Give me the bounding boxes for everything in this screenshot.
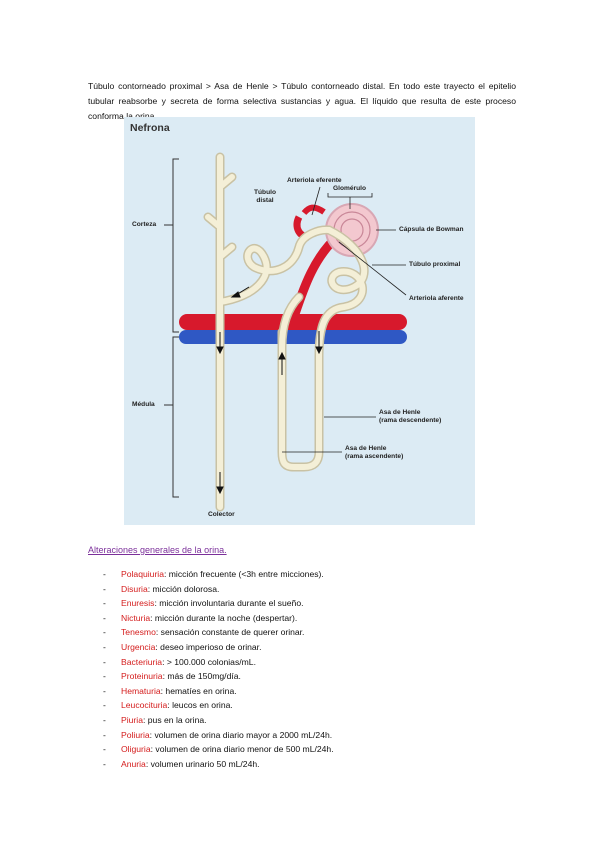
term-description: : leucos en orina.	[167, 700, 233, 711]
term: Leucocituria	[121, 700, 168, 711]
term: Polaquiuria	[121, 569, 164, 579]
term-description: : > 100.000 colonias/mL.	[162, 656, 256, 667]
label-medula: Médula	[132, 401, 155, 408]
list-item: -Nicturia: micción durante la noche (des…	[103, 612, 298, 623]
vein-vessel	[179, 330, 407, 344]
term: Nicturia	[121, 612, 151, 623]
label-henle-desc-line1: Asa de Henle	[379, 409, 421, 416]
term: Hematuria	[121, 685, 161, 696]
list-item: -Polaquiuria: micción frecuente (<3h ent…	[103, 569, 324, 579]
term-description: : más de 150mg/día.	[162, 671, 241, 682]
list-item: -Urgencia: deseo imperioso de orinar.	[103, 641, 262, 652]
label-colector: Colector	[208, 511, 235, 518]
term-description: : sensación constante de querer orinar.	[155, 627, 305, 638]
term-description: : volumen de orina diario menor de 500 m…	[150, 744, 334, 755]
section-title: Alteraciones generales de la orina.	[88, 545, 227, 555]
term-description: : hematíes en orina.	[160, 685, 237, 696]
label-arteriola-aferente: Arteriola aferente	[409, 295, 464, 302]
label-henle-descendente: Asa de Henle (rama descendente)	[379, 409, 441, 425]
term: Oliguria	[121, 744, 151, 755]
list-item: -Proteinuria: más de 150mg/día.	[103, 671, 241, 682]
term: Urgencia	[121, 641, 156, 652]
term-description: : deseo imperioso de orinar.	[155, 641, 262, 652]
term: Anuria	[121, 758, 146, 769]
intro-paragraph: Túbulo contorneado proximal > Asa de Hen…	[88, 80, 516, 121]
label-capsula-bowman: Cápsula de Bowman	[399, 226, 464, 233]
label-tubulo-proximal: Túbulo proximal	[409, 261, 461, 268]
nephron-diagram	[164, 152, 407, 512]
term: Bacteriuria	[121, 656, 163, 667]
label-henle-asc-line2: (rama ascendente)	[345, 453, 404, 460]
term: Enuresis	[121, 598, 155, 609]
label-tubulo-distal-line2: distal	[256, 197, 274, 204]
label-tubulo-distal: Túbulo distal	[254, 189, 276, 205]
list-item: -Poliuria: volumen de orina diario mayor…	[103, 729, 333, 740]
term-description: : pus en la orina.	[142, 714, 207, 725]
artery-vessel	[179, 314, 407, 330]
term-description: : micción frecuente (<3h entre micciones…	[164, 569, 324, 579]
term: Tenesmo	[121, 627, 156, 638]
label-henle-desc-line2: (rama descendente)	[379, 417, 442, 424]
list-item: -Piuria: pus en la orina.	[103, 714, 207, 725]
list-item: -Bacteriuria: > 100.000 colonias/mL.	[103, 656, 256, 667]
term-description: : volumen de orina diario mayor a 2000 m…	[149, 729, 333, 740]
label-henle-ascendente: Asa de Henle (rama ascendente)	[345, 445, 403, 461]
term: Disuria	[121, 583, 148, 594]
list-item: -Enuresis: micción involuntaria durante …	[103, 598, 304, 609]
figure-title: Nefrona	[130, 122, 170, 134]
term-description: : micción dolorosa.	[147, 583, 220, 594]
term-description: : micción involuntaria durante el sueño.	[154, 598, 304, 609]
term-description: : volumen urinario 50 mL/24h.	[145, 758, 260, 769]
term: Proteinuria	[121, 671, 163, 682]
label-tubulo-distal-line1: Túbulo	[254, 189, 276, 196]
list-item: -Tenesmo: sensación constante de querer …	[103, 627, 305, 638]
term: Piuria	[121, 714, 143, 725]
list-item: -Oliguria: volumen de orina diario menor…	[103, 744, 334, 755]
term: Poliuria	[121, 729, 150, 740]
label-corteza: Corteza	[132, 221, 157, 228]
nephron-figure: Nefrona Corteza Médula Túbulo distal Art…	[124, 117, 475, 525]
list-item: -Hematuria: hematíes en orina.	[103, 685, 237, 696]
list-item: -Anuria: volumen urinario 50 mL/24h.	[103, 758, 260, 769]
label-henle-asc-line1: Asa de Henle	[345, 445, 387, 452]
label-glomerulo: Glomérulo	[333, 185, 366, 192]
alterations-list: -Polaquiuria: micción frecuente (<3h ent…	[103, 567, 334, 771]
label-arteriola-eferente: Arteriola eferente	[287, 177, 342, 184]
term-description: : micción durante la noche (despertar).	[150, 612, 298, 623]
list-item: -Leucocituria: leucos en orina.	[103, 700, 233, 711]
list-item: -Disuria: micción dolorosa.	[103, 583, 220, 594]
